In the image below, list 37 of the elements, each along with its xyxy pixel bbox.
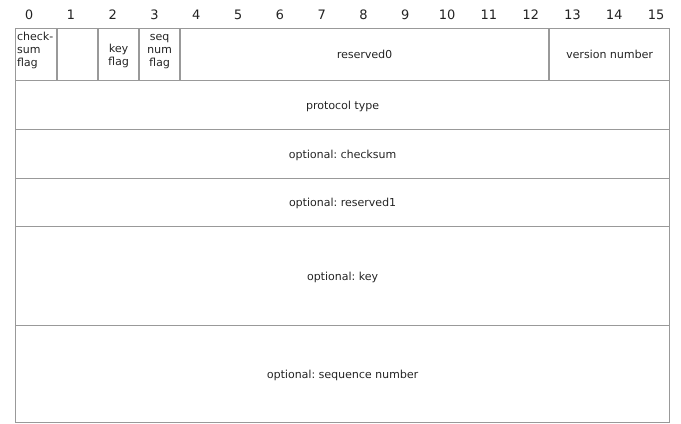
field-label: version number bbox=[566, 48, 653, 61]
field-cell bbox=[15, 28, 57, 81]
bit-number: 1 bbox=[66, 8, 76, 23]
bit-number: 13 bbox=[563, 8, 582, 23]
bit-number: 12 bbox=[521, 8, 540, 23]
field-cell bbox=[15, 129, 670, 179]
field-label: optional: checksum bbox=[288, 148, 396, 160]
bit-number: 7 bbox=[316, 8, 327, 23]
field-cell bbox=[15, 178, 670, 227]
bit-number: 9 bbox=[400, 8, 410, 23]
field-label: optional: reserved1 bbox=[288, 196, 396, 209]
bit-number: 3 bbox=[149, 8, 160, 23]
empty-field-cell bbox=[57, 28, 98, 81]
bit-number: 6 bbox=[274, 8, 285, 23]
bit-number: 0 bbox=[24, 8, 34, 23]
bit-number: 14 bbox=[604, 8, 624, 23]
bit-number: 11 bbox=[480, 8, 498, 23]
field-cell bbox=[15, 80, 670, 130]
field-label: protocol type bbox=[306, 98, 379, 112]
bit-number: 2 bbox=[107, 8, 118, 23]
field-label: optional: key bbox=[306, 270, 378, 282]
bit-number: 4 bbox=[191, 8, 202, 23]
field-label: key flag bbox=[107, 42, 130, 68]
bit-number: 10 bbox=[438, 8, 456, 23]
field-cell bbox=[98, 28, 139, 81]
field-cell bbox=[180, 28, 549, 81]
field-cell bbox=[139, 28, 180, 81]
field-cell bbox=[15, 226, 670, 326]
field-label: reserved0 bbox=[336, 48, 392, 61]
field-label: seq num flag bbox=[146, 30, 173, 69]
field-cell bbox=[15, 325, 670, 423]
bit-number: 8 bbox=[358, 8, 369, 23]
field-label: check-sum flag bbox=[17, 30, 53, 69]
bit-number: 5 bbox=[232, 8, 244, 23]
field-cell bbox=[549, 28, 670, 81]
bit-number: 15 bbox=[646, 8, 666, 23]
field-label: optional: sequence number bbox=[266, 368, 418, 380]
